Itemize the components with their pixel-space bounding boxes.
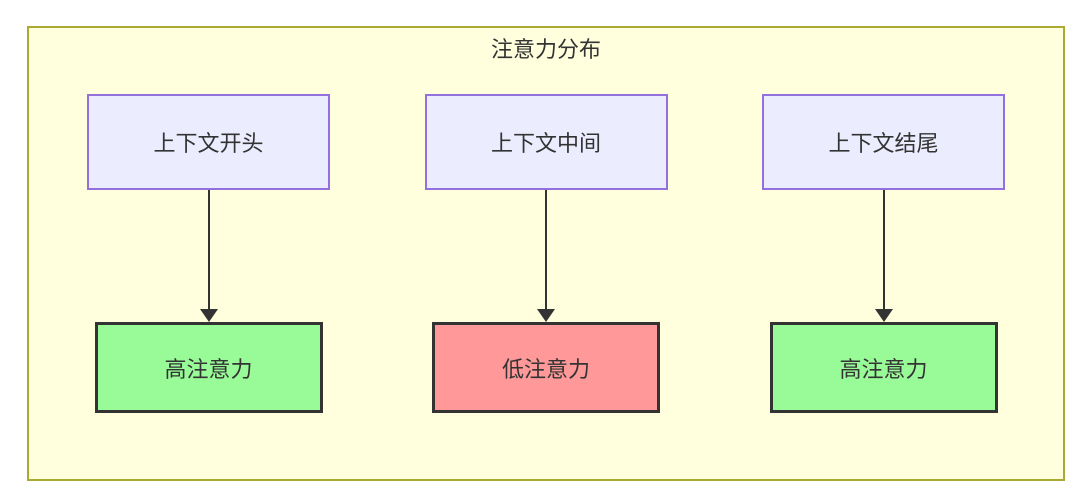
flow-column-end: 上下文结尾 高注意力 [762,94,1005,413]
node-context-middle: 上下文中间 [424,94,668,190]
arrow-shaft [882,190,885,309]
arrow-head-icon [874,309,893,322]
flow-column-start: 上下文开头 高注意力 [87,94,330,413]
node-attention-low-middle: 低注意力 [432,322,660,413]
node-context-end: 上下文结尾 [762,94,1005,190]
flow-column-middle: 上下文中间 低注意力 [424,94,668,413]
diagram-title: 注意力分布 [490,37,601,62]
arrow-shaft [207,190,210,309]
diagram-container: 注意力分布 上下文开头 高注意力 上下文中间 低注意力 上下文结尾 [27,26,1065,481]
node-attention-high-left: 高注意力 [94,322,323,413]
arrow-down-start [199,190,218,322]
arrow-shaft [545,190,547,309]
arrow-head-icon [199,309,218,322]
flow-columns: 上下文开头 高注意力 上下文中间 低注意力 上下文结尾 [29,94,1063,413]
arrow-down-middle [537,190,555,322]
arrow-head-icon [537,309,555,322]
node-attention-high-right: 高注意力 [769,322,998,413]
node-context-start: 上下文开头 [87,94,330,190]
arrow-down-end [874,190,893,322]
